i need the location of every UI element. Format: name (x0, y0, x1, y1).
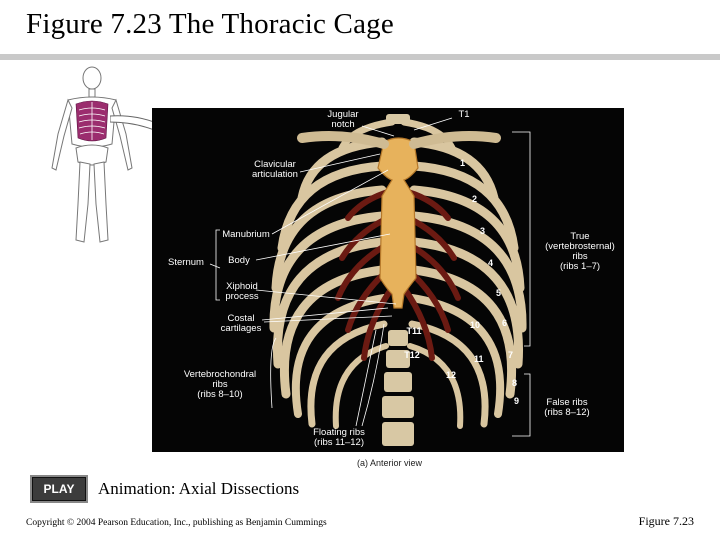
figure-reference: Figure 7.23 (638, 514, 694, 528)
animation-link[interactable]: Animation: Axial Dissections (98, 479, 300, 498)
skeleton-thumbnail (51, 66, 133, 243)
play-button[interactable]: PLAY (30, 475, 88, 503)
copyright-notice: Copyright © 2004 Pearson Education, Inc.… (26, 518, 327, 528)
thoracic-cage-photo (152, 108, 624, 452)
page-title: Figure 7.23 The Thoracic Cage (26, 8, 394, 40)
title-divider (0, 54, 720, 60)
figure-caption: (a) Anterior view (357, 458, 423, 468)
